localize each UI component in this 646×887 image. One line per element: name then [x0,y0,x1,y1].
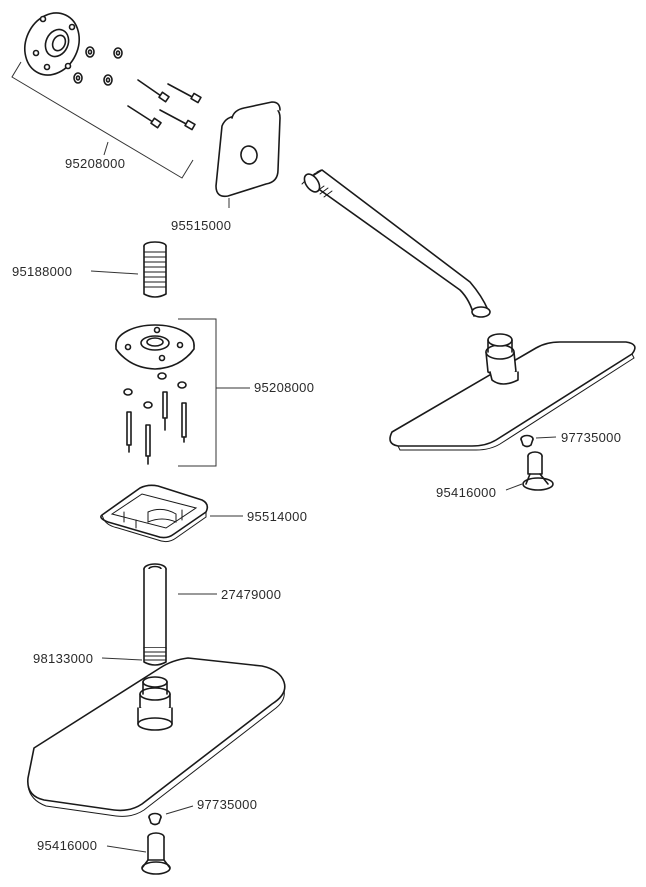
label-cover-plate: 95515000 [171,218,231,233]
leader-seal-ring [101,657,143,661]
wall-flange-washers [73,46,123,86]
label-wall-joint: 95416000 [436,485,496,500]
leader-wall-joint [505,483,523,491]
leader-ceiling-flow-limiter [165,805,194,815]
ceiling-extension-arm [143,563,167,666]
wall-head-flow-limiter [520,434,534,448]
label-wall-flange-kit: 95208000 [65,156,125,171]
wall-shower-arm [301,169,491,318]
wall-head-joint [522,451,554,491]
label-nipple: 95188000 [12,264,72,279]
ceiling-head-joint [141,832,171,875]
ceiling-head-flow-limiter [148,812,162,826]
label-extension-arm: 27479000 [221,587,281,602]
leader-wall-flange-kit [103,141,109,156]
wall-flange-disc [24,12,80,76]
leader-wall-flow-limiter [535,436,557,439]
square-cover-plate [215,101,281,198]
ceiling-flange-washers [123,372,187,409]
ceiling-canopy [100,484,209,543]
threaded-nipple [143,241,167,298]
bracket-ceiling-flange-kit [178,318,217,467]
wall-shower-head [389,333,636,451]
label-canopy: 95514000 [247,509,307,524]
ceiling-flange-screws [126,391,187,465]
ceiling-flange-disc [115,324,195,370]
wall-flange-screws [127,79,202,131]
leader-ceiling-joint [106,845,147,853]
label-wall-flow-limiter: 97735000 [561,430,621,445]
bracket-wall-flange-kit [11,61,194,179]
label-ceiling-flange-kit: 95208000 [254,380,314,395]
label-ceiling-flow-limiter: 97735000 [197,797,257,812]
leader-nipple [90,270,139,275]
label-seal-ring: 98133000 [33,651,93,666]
ceiling-shower-head [27,657,286,817]
label-ceiling-joint: 95416000 [37,838,97,853]
